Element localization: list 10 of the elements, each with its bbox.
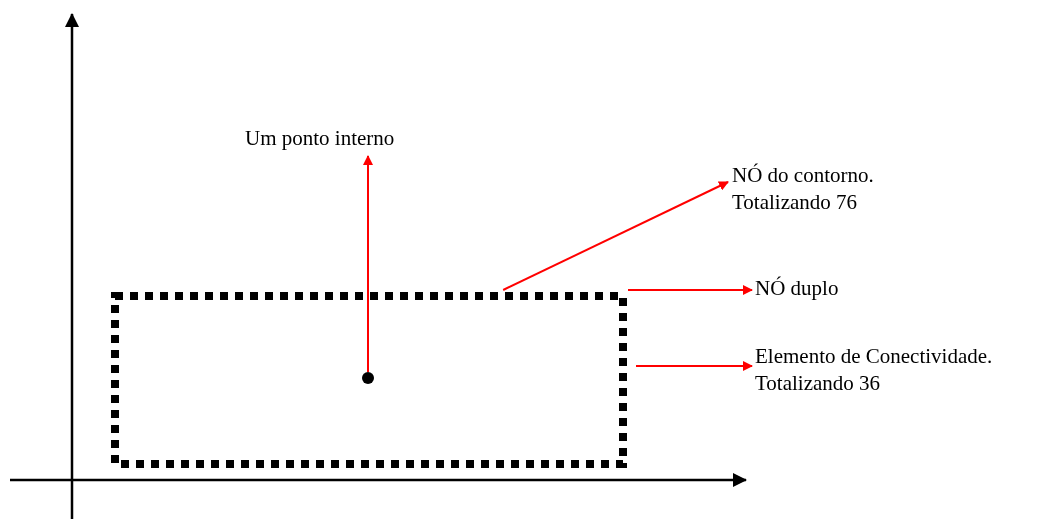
- annotation-label: NÓ do contorno. Totalizando 76: [732, 162, 932, 216]
- annotation-label: Elemento de Conectividade. Totalizando 36: [755, 343, 1055, 397]
- annotation-label: Um ponto interno: [245, 125, 395, 152]
- arrow: [363, 155, 373, 373]
- arrow: [635, 361, 753, 371]
- dotted-contour: [111, 292, 627, 468]
- arrow: [502, 181, 729, 291]
- arrow: [627, 285, 753, 295]
- internal-point: [362, 372, 374, 384]
- annotation-label: NÓ duplo: [755, 275, 839, 302]
